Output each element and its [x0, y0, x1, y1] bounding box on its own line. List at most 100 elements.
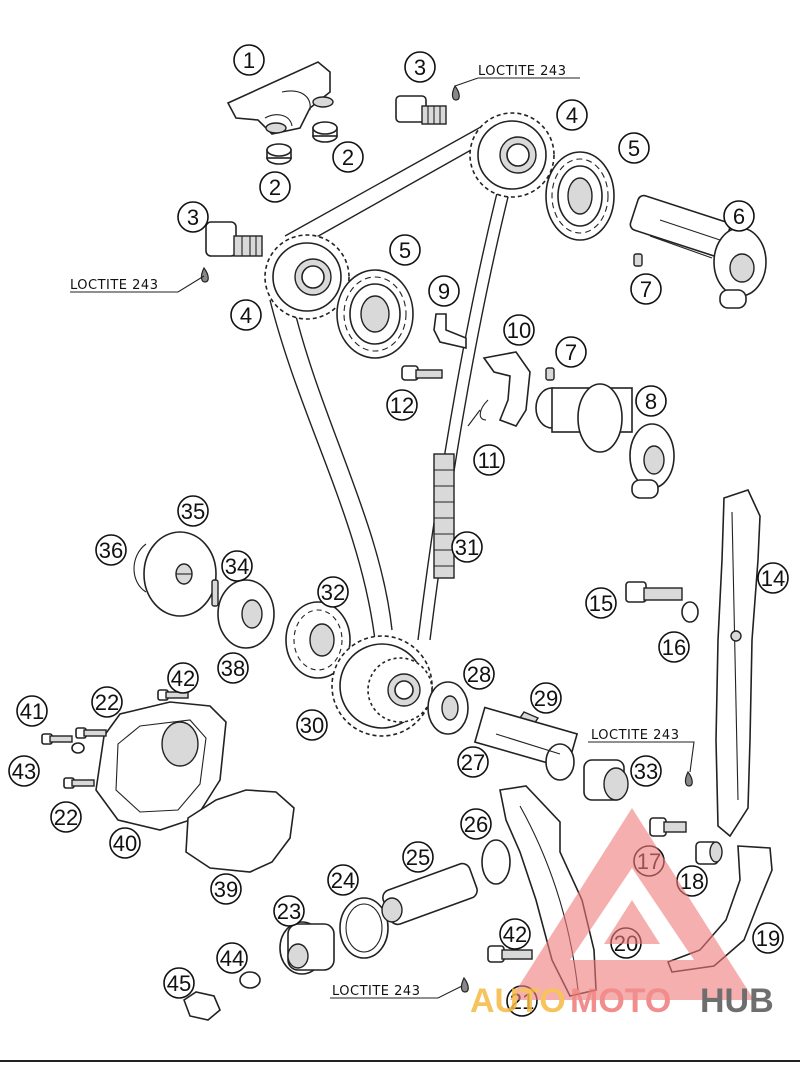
decompressor-shaft [433, 313, 467, 350]
watermark-text-moto: MOTO [570, 982, 671, 1020]
svg-text:14: 14 [761, 566, 785, 591]
dowel-pin [211, 579, 219, 607]
camshaft-exhaust [629, 194, 767, 309]
svg-text:6: 6 [733, 204, 745, 229]
svg-text:30: 30 [300, 713, 324, 738]
callout-44: 44 [216, 942, 248, 974]
cover-screw-22b [63, 777, 95, 789]
callout-41: 41 [16, 695, 48, 727]
camshaft-intake [535, 383, 675, 499]
bottom-divider [0, 1060, 800, 1062]
svg-text:36: 36 [99, 538, 123, 563]
camshaft-sprocket-intake [264, 234, 350, 320]
callout-45: 45 [163, 967, 195, 999]
callout-3-top: 3 [404, 51, 436, 83]
callout-42-bottom: 42 [499, 918, 531, 950]
svg-text:44: 44 [220, 946, 244, 971]
svg-text:40: 40 [113, 831, 137, 856]
callout-14: 14 [757, 562, 789, 594]
callout-7-mid: 7 [555, 336, 587, 368]
loctite-drop-icon [451, 84, 460, 101]
water-pump-shaft [381, 862, 478, 926]
watermark-text-hub: HUB [700, 982, 774, 1020]
timing-chain [269, 117, 521, 641]
callout-24: 24 [327, 864, 359, 896]
callout-38: 38 [217, 652, 249, 684]
svg-text:10: 10 [507, 318, 531, 343]
spacer-ring [217, 579, 275, 649]
callout-12: 12 [386, 389, 418, 421]
callout-3-left: 3 [177, 201, 209, 233]
svg-text:33: 33 [634, 759, 658, 784]
callout-28: 28 [463, 658, 495, 690]
svg-text:27: 27 [461, 750, 485, 775]
svg-text:35: 35 [181, 499, 205, 524]
svg-text:5: 5 [628, 136, 640, 161]
cam-bridge [226, 61, 334, 135]
washer-large [427, 681, 469, 735]
callout-30: 30 [296, 709, 328, 741]
watermark-triangle-icon [510, 808, 754, 1000]
svg-text:12: 12 [390, 393, 414, 418]
callout-1: 1 [233, 44, 265, 76]
svg-text:1: 1 [243, 48, 255, 73]
svg-text:32: 32 [321, 580, 345, 605]
watermark-text-auto: AUTO [470, 982, 566, 1020]
callout-7-right: 7 [630, 273, 662, 305]
loctite-note-left: LOCTITE 243 [70, 278, 158, 293]
decompressor-screw [401, 365, 443, 381]
callout-10: 10 [503, 314, 535, 346]
svg-text:2: 2 [269, 175, 281, 200]
svg-text:15: 15 [589, 591, 613, 616]
callout-32: 32 [317, 576, 349, 608]
camshaft-pin [633, 253, 643, 267]
callout-4-left: 4 [230, 299, 262, 331]
loctite-drop-icon [684, 770, 693, 787]
callout-26: 26 [460, 808, 492, 840]
tensioner-bolt [649, 817, 687, 837]
washer-small [239, 971, 261, 989]
callout-bubbles: 1 2 2 3 3 4 4 5 5 6 7 7 8 9 10 11 12 14 … [8, 44, 789, 1017]
callout-15: 15 [585, 587, 617, 619]
svg-text:2: 2 [342, 145, 354, 170]
camshaft-bearing-exhaust [545, 151, 615, 241]
callout-19: 19 [752, 922, 784, 954]
svg-text:24: 24 [331, 868, 355, 893]
svg-text:3: 3 [187, 205, 199, 230]
water-pump-impeller [279, 921, 335, 975]
cover-screw-22a [75, 727, 107, 739]
callout-43: 43 [8, 755, 40, 787]
decompressor-spring [467, 399, 489, 427]
callout-2-left: 2 [259, 171, 291, 203]
circlip [133, 543, 147, 593]
water-pump-gasket [185, 789, 295, 873]
cam-bridge-bushings [266, 121, 338, 165]
svg-text:26: 26 [464, 812, 488, 837]
callout-22-top: 22 [91, 686, 123, 718]
callout-5-top: 5 [618, 132, 650, 164]
sprocket-bolt-upper [395, 95, 447, 125]
callout-42-top: 42 [167, 662, 199, 694]
svg-text:4: 4 [240, 303, 252, 328]
svg-text:25: 25 [406, 845, 430, 870]
svg-text:5: 5 [399, 238, 411, 263]
sealing-washer [71, 742, 85, 754]
callout-8: 8 [635, 385, 667, 417]
callout-25: 25 [402, 841, 434, 873]
svg-text:29: 29 [534, 686, 558, 711]
callout-22-bottom: 22 [50, 801, 82, 833]
callout-27: 27 [457, 746, 489, 778]
svg-text:42: 42 [503, 922, 527, 947]
callout-34: 34 [221, 550, 253, 582]
idler-shaft [473, 706, 579, 781]
camshaft-bearing-intake [336, 269, 414, 359]
loctite-note-top: LOCTITE 243 [478, 64, 566, 79]
callout-35: 35 [177, 495, 209, 527]
callout-5-mid: 5 [389, 234, 421, 266]
svg-text:19: 19 [756, 926, 780, 951]
shaft-seal-ring [339, 897, 389, 959]
chain-guide-rail [715, 489, 761, 838]
tensioner-bushing [695, 841, 723, 865]
o-ring [481, 839, 511, 885]
